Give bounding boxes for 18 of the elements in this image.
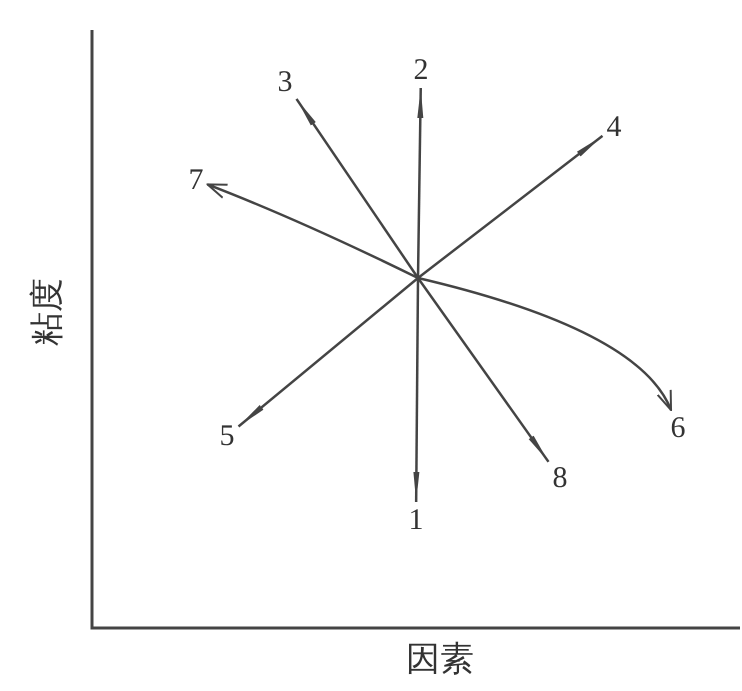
arrow [416,88,424,278]
arrow [295,98,420,279]
arrow-number: 8 [548,460,572,496]
arrow [238,277,419,428]
arrow-number: 1 [404,502,428,538]
arrow-number: 2 [410,52,432,88]
arrow [416,277,550,463]
arrow-number: 6 [666,410,690,446]
arrow-number: 5 [216,418,238,454]
arrow [417,134,604,279]
arrow-number: 7 [184,162,208,198]
arrow-number: 3 [274,64,296,100]
arrow [418,276,672,411]
arrow [413,278,420,502]
axis-label: 因素 [406,642,474,678]
arrow-number: 4 [602,109,626,145]
axis-label: 粘度 [30,278,66,346]
arrow [206,183,419,280]
